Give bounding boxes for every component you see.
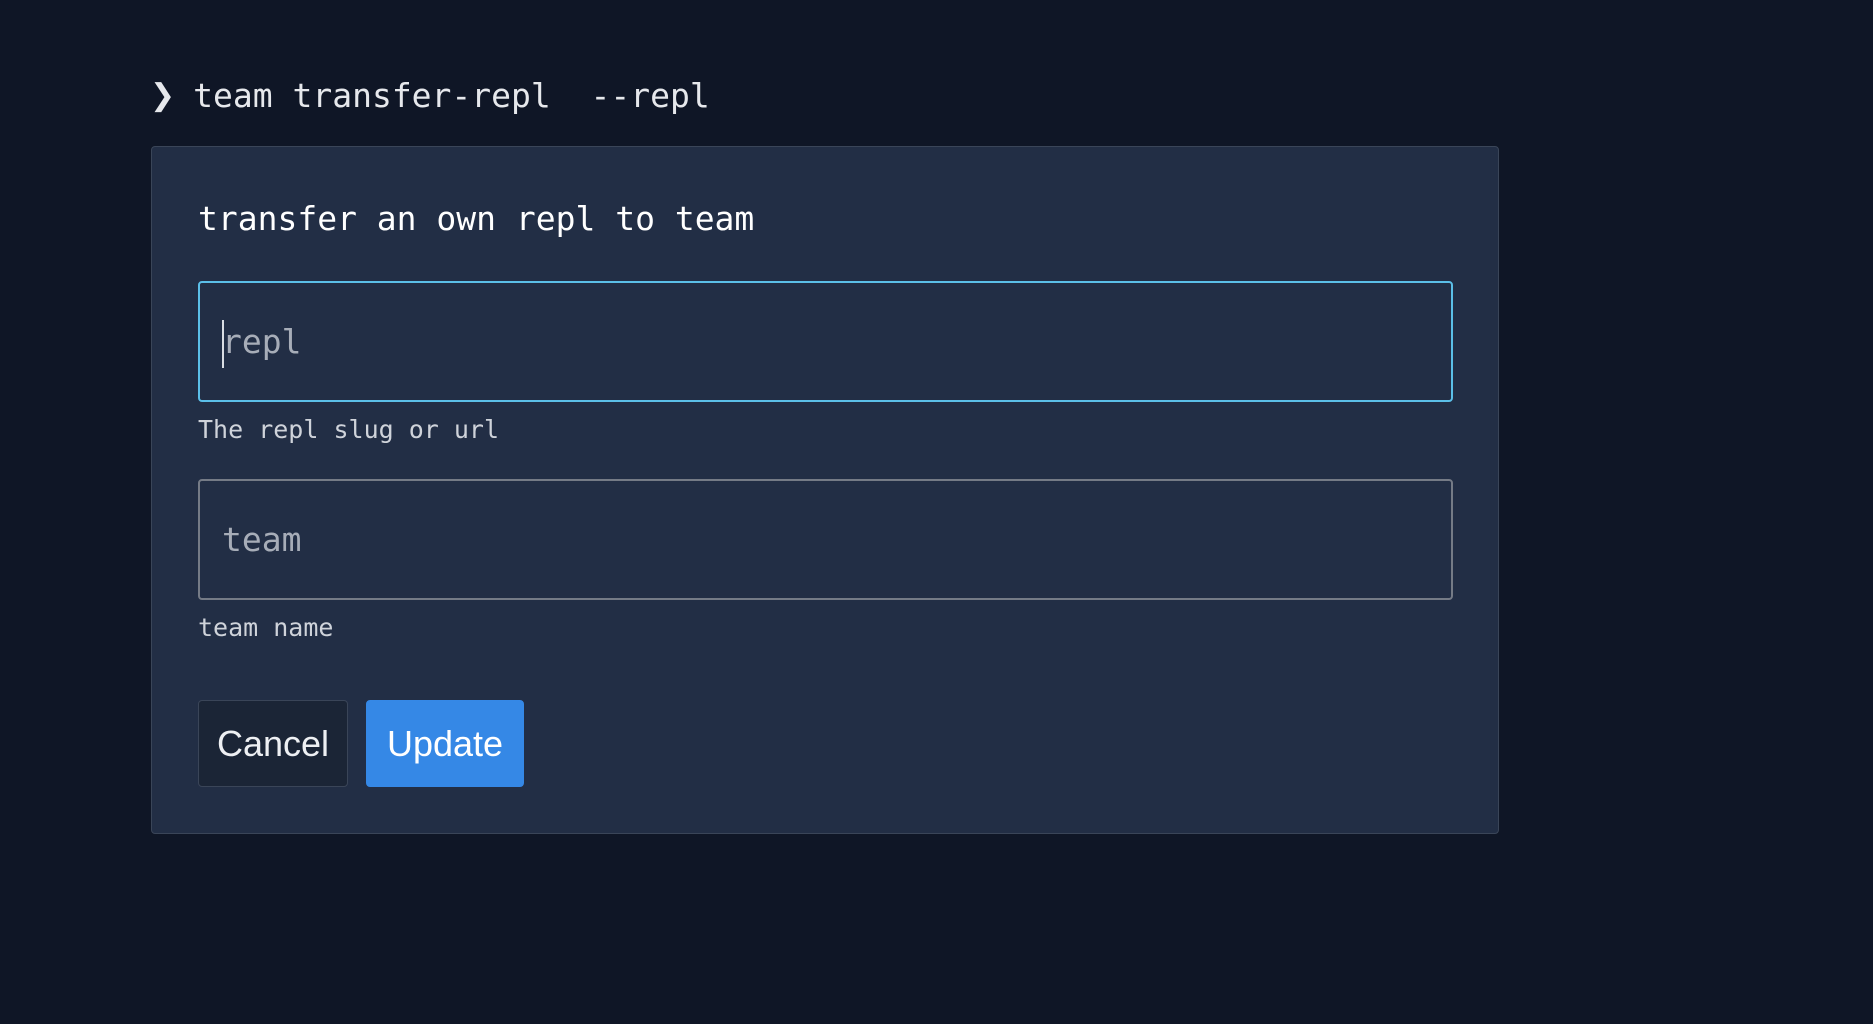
command-prompt: ❯ team transfer-repl --repl xyxy=(150,72,710,118)
repl-input-placeholder: repl xyxy=(222,322,302,361)
update-button[interactable]: Update xyxy=(366,700,524,787)
repl-input-hint: The repl slug or url xyxy=(198,415,500,444)
text-caret xyxy=(222,319,224,368)
transfer-repl-dialog: transfer an own repl to team repl The re… xyxy=(151,146,1499,834)
dialog-title: transfer an own repl to team xyxy=(198,199,755,238)
command-text: team transfer-repl --repl xyxy=(193,75,710,115)
chevron-right-icon: ❯ xyxy=(150,77,176,113)
repl-input[interactable]: repl xyxy=(198,281,1453,402)
team-input-placeholder: team xyxy=(222,520,302,559)
team-input[interactable]: team xyxy=(198,479,1453,600)
team-input-hint: team name xyxy=(198,613,334,642)
cancel-button[interactable]: Cancel xyxy=(198,700,348,787)
